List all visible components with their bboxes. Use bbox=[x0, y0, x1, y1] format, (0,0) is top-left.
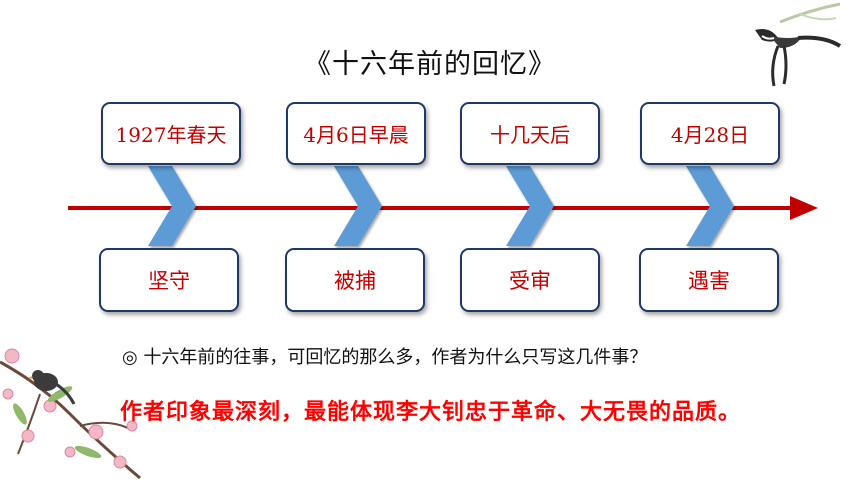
event-box-1: 坚守 bbox=[99, 248, 239, 312]
event-label-1: 坚守 bbox=[148, 269, 190, 293]
swallow-decoration bbox=[755, 2, 842, 87]
chevron-marker-2 bbox=[334, 166, 382, 246]
question-text: ◎ 十六年前的往事，可回忆的那么多，作者为什么只写这几件事？ bbox=[122, 347, 648, 368]
answer-text: 作者印象最深刻，最能体现李大钊忠于革命、大无畏的品质。 bbox=[120, 399, 742, 425]
time-box-4: 4月28日 bbox=[640, 102, 780, 165]
event-box-3: 受审 bbox=[460, 248, 600, 312]
chevron-marker-1 bbox=[148, 166, 196, 246]
chevron-marker-4 bbox=[686, 166, 734, 246]
time-label-3: 十几天后 bbox=[490, 123, 570, 147]
event-box-2: 被捕 bbox=[285, 248, 425, 312]
page-title: 《十六年前的回忆》 bbox=[304, 49, 556, 80]
event-label-2: 被捕 bbox=[334, 269, 376, 293]
timeline-arrowhead bbox=[790, 196, 818, 220]
event-label-3: 受审 bbox=[509, 269, 551, 293]
time-label-1: 1927年春天 bbox=[115, 123, 227, 147]
time-box-2: 4月6日早晨 bbox=[286, 102, 426, 165]
time-box-3: 十几天后 bbox=[460, 102, 600, 165]
plum-blossom-decoration bbox=[0, 348, 141, 480]
event-box-4: 遇害 bbox=[639, 248, 779, 312]
time-label-4: 4月28日 bbox=[670, 123, 750, 147]
event-label-4: 遇害 bbox=[688, 269, 730, 293]
time-label-2: 4月6日早晨 bbox=[303, 123, 409, 147]
time-box-1: 1927年春天 bbox=[101, 102, 241, 165]
chevron-marker-3 bbox=[506, 166, 554, 246]
